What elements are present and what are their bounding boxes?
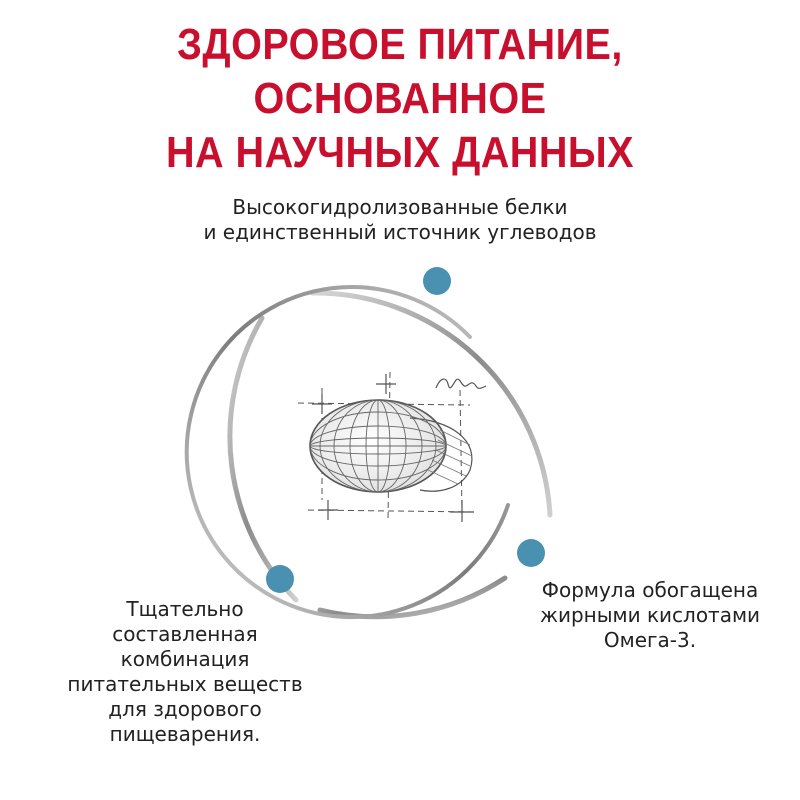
- headline-line-2: НА НАУЧНЫХ ДАННЫХ: [166, 128, 634, 177]
- page-headline: ЗДОРОВОЕ ПИТАНИЕ, ОСНОВАННОЕ НА НАУЧНЫХ …: [40, 18, 760, 180]
- feature-caption-proteins-line-1: Высокогидролизованные белки: [232, 195, 568, 219]
- feature-caption-omega3: Формула обогащена жирными кислотами Омег…: [525, 578, 775, 653]
- outer-ring-arc-top-right: [309, 290, 553, 518]
- feature-caption-digestion-line-3: комбинация: [120, 647, 250, 671]
- feature-caption-omega3-line-1: Формула обогащена: [541, 578, 759, 602]
- outer-ring-arc-bottom: [317, 575, 508, 620]
- feature-caption-digestion-line-2: составленная: [112, 622, 258, 646]
- accent-dot-left: [266, 565, 294, 593]
- inner-ring-arc: [184, 285, 510, 620]
- feature-caption-omega3-line-2: жирными кислотами: [539, 603, 761, 627]
- headline-line-1: ЗДОРОВОЕ ПИТАНИЕ, ОСНОВАННОЕ: [177, 20, 623, 123]
- feature-caption-proteins: Высокогидролизованные белки и единственн…: [200, 195, 600, 245]
- outer-ring-arc-left: [227, 315, 299, 603]
- feature-caption-digestion-line-4: питательных веществ: [67, 672, 303, 696]
- sketch-signature-scribble: [435, 378, 487, 389]
- feature-caption-digestion-line-5: для здорового: [108, 697, 262, 721]
- inner-ring: [184, 285, 510, 620]
- kibble-sketch: [297, 371, 487, 522]
- outer-ring: [227, 290, 553, 620]
- accent-dot-top: [423, 267, 451, 295]
- feature-caption-digestion-line-1: Тщательно: [126, 597, 244, 621]
- accent-dot-right: [517, 539, 545, 567]
- feature-caption-omega3-line-3: Омега-3.: [603, 628, 697, 652]
- crosshair-marks: [312, 374, 474, 522]
- kibble-grid: [310, 400, 446, 492]
- kibble-side-shading: [409, 417, 473, 492]
- feature-caption-digestion: Тщательно составленная комбинация питате…: [60, 597, 310, 747]
- feature-caption-digestion-line-6: пищеварения.: [109, 722, 261, 746]
- feature-caption-proteins-line-2: и единственный источник углеводов: [203, 220, 597, 244]
